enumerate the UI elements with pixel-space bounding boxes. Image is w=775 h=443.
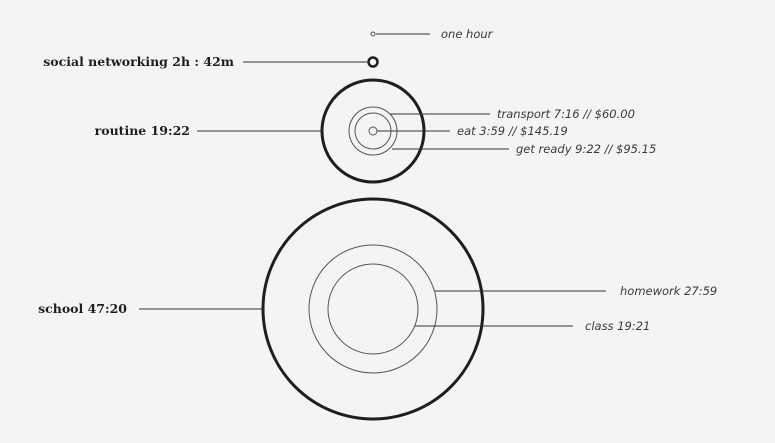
eat-label: eat 3:59 // $145.19 [457, 124, 568, 138]
school-group: school 47:20 homework 27:59 class 19:21 [38, 197, 717, 421]
school-circle [261, 197, 485, 421]
get-ready-label: get ready 9:22 // $95.15 [516, 142, 656, 156]
routine-group: routine 19:22 transport 7:16 // $60.00 e… [95, 78, 656, 184]
class-label: class 19:21 [585, 319, 650, 333]
routine-label: routine 19:22 [95, 123, 190, 138]
homework-circle [308, 244, 438, 374]
social-networking-label: social networking 2h : 42m [43, 54, 234, 69]
legend-label: one hour [441, 27, 494, 41]
homework-label: homework 27:59 [620, 284, 717, 298]
legend-circle [370, 31, 376, 37]
social-networking-group: social networking 2h : 42m [43, 54, 379, 69]
school-label: school 47:20 [38, 301, 127, 316]
transport-label: transport 7:16 // $60.00 [497, 107, 635, 121]
legend-one-hour: one hour [370, 27, 494, 41]
class-circle [327, 263, 419, 355]
social-networking-circle [367, 56, 379, 68]
routine-eat-circle [368, 126, 378, 136]
